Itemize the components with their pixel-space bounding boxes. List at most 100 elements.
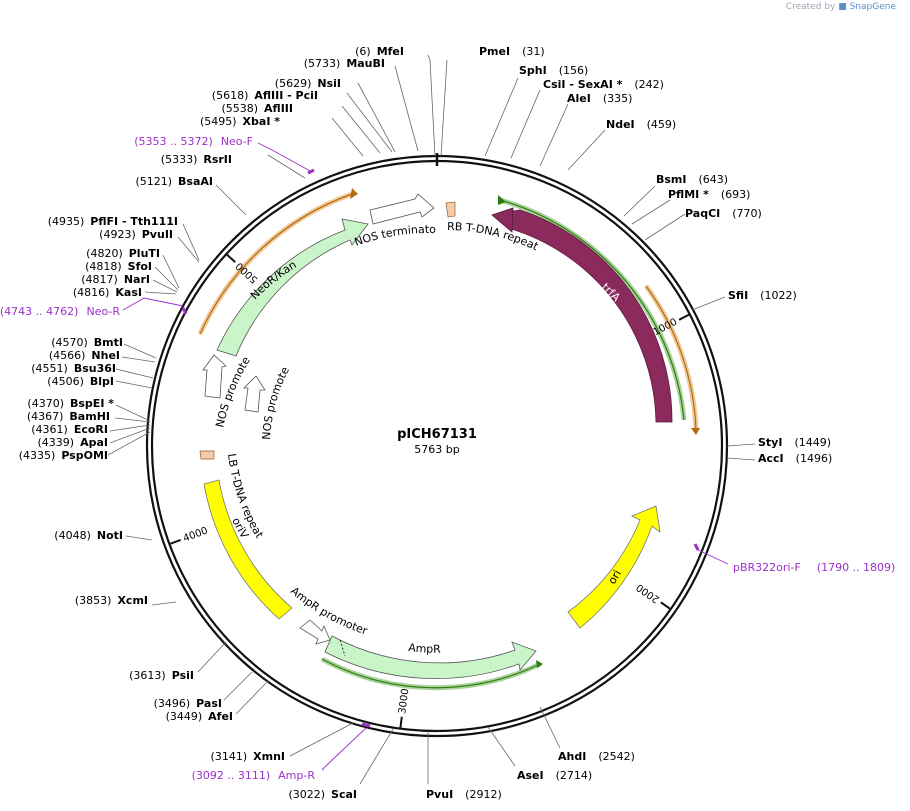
- feature-ori[interactable]: [567, 505, 661, 629]
- site-label: BsaAI(5121): [135, 175, 213, 188]
- site-name: AccI: [758, 452, 784, 465]
- site-label: AflIII(5538): [221, 102, 293, 115]
- plasmid-name: pICH67131: [397, 427, 477, 442]
- site-label: ApaI(4339): [38, 436, 108, 449]
- site-position: (1496): [796, 452, 833, 465]
- feature-rb-t-dna-repeat[interactable]: [445, 201, 456, 218]
- ruler-tick: [660, 601, 671, 610]
- site-position: (2714): [556, 769, 593, 782]
- site-name: ScaI: [331, 788, 357, 801]
- site-position: (5733): [304, 57, 341, 70]
- site-name: AflIII - PciI: [254, 89, 318, 102]
- site-label: ScaI(3022): [288, 788, 357, 801]
- feature-nos-promoter-1[interactable]: [202, 354, 227, 399]
- site-label: PspOMI (4335): [19, 449, 108, 462]
- site-name: PaqCI: [685, 207, 720, 220]
- feature-nos-promoter-2[interactable]: [243, 375, 266, 413]
- feature-nos-terminator[interactable]: [369, 193, 435, 225]
- site-name: AseI: [517, 769, 544, 782]
- credit-prefix: Created by: [785, 2, 836, 12]
- site-position: (4551): [31, 362, 68, 375]
- feature-lb-t-dna-repeat[interactable]: [199, 450, 215, 460]
- site-position: (4335): [19, 449, 56, 462]
- site-name: SfoI: [128, 260, 152, 273]
- site-position: (1022): [760, 289, 797, 302]
- ruler-tick: [226, 253, 236, 263]
- site-leader-lines: [107, 54, 756, 785]
- primer-name: Neo-R: [86, 305, 120, 318]
- snapgene-logo-icon: ■: [838, 2, 847, 12]
- site-label: AhdI(2542): [558, 750, 635, 763]
- site-name: NarI: [124, 273, 150, 286]
- feature-neor-kanr[interactable]: [216, 218, 369, 357]
- site-label: KasI (4816): [73, 286, 142, 299]
- site-position: (4566): [49, 349, 86, 362]
- site-position: (5618): [212, 89, 249, 102]
- primer-label: pBR322ori-F(1790 .. 1809): [733, 561, 895, 574]
- site-label: PflMI *(693): [668, 188, 750, 201]
- site-position: (5495): [200, 115, 237, 128]
- site-label: PsiI(3613): [129, 669, 194, 682]
- site-position: (31): [522, 45, 545, 58]
- primer-label: Amp-R(3092 .. 3111): [192, 769, 316, 782]
- site-position: (4820): [86, 247, 123, 260]
- site-name: MfeI: [377, 45, 404, 58]
- ruler-tick-label: 2000: [635, 581, 662, 605]
- site-name: MauBI: [346, 57, 385, 70]
- site-position: (4570): [51, 336, 88, 349]
- primer-range: (3092 .. 3111): [192, 769, 271, 782]
- site-label: AflIII - PciI (5618): [212, 89, 318, 102]
- site-name: StyI: [758, 436, 782, 449]
- site-position: (4816): [73, 286, 110, 299]
- ruler-tick-label: 4000: [182, 525, 210, 544]
- site-label: NarI (4817): [81, 273, 150, 286]
- site-name: BlpI: [90, 375, 114, 388]
- primer-range: (5353 .. 5372): [134, 135, 213, 148]
- site-position: (156): [559, 64, 589, 77]
- site-position: (4339): [38, 436, 75, 449]
- site-position: (242): [634, 78, 664, 91]
- site-label: XbaI * (5495): [200, 115, 280, 128]
- ruler-tick-label: 3000: [397, 688, 411, 715]
- site-position: (643): [699, 173, 729, 186]
- site-label: MauBI (5733): [304, 57, 385, 70]
- site-label: AleI(335): [567, 92, 632, 105]
- site-label: PvuI(2912): [426, 788, 502, 801]
- site-name: NdeI: [606, 118, 635, 131]
- feature-oriv[interactable]: [203, 479, 293, 620]
- site-name: XbaI *: [243, 115, 281, 128]
- site-position: (4817): [81, 273, 118, 286]
- site-name: BsaAI: [178, 175, 213, 188]
- site-position: (2542): [598, 750, 635, 763]
- site-label: PluTI (4820): [86, 247, 160, 260]
- site-position: (2912): [465, 788, 502, 801]
- site-name: Bsu36I: [74, 362, 116, 375]
- site-name: AflIII: [264, 102, 293, 115]
- feature-trfA[interactable]: [491, 207, 673, 423]
- feature-ampr[interactable]: [324, 635, 537, 680]
- site-name: AfeI: [208, 710, 233, 723]
- feature-label-ampr: AmpR: [408, 641, 442, 656]
- feature-ampr-promoter[interactable]: [299, 619, 331, 645]
- site-name: PluTI: [129, 247, 160, 260]
- site-position: (335): [603, 92, 633, 105]
- site-name: KasI: [115, 286, 142, 299]
- site-name: XcmI: [117, 594, 148, 607]
- site-name: PmeI: [479, 45, 510, 58]
- site-label: BlpI(4506): [47, 375, 114, 388]
- site-label: SfiI(1022): [728, 289, 797, 302]
- site-label: NotI(4048): [54, 529, 123, 542]
- site-label: AseI (2714): [517, 769, 592, 782]
- site-position: (770): [732, 207, 762, 220]
- primer-label: Neo-R(4743 .. 4762): [0, 305, 120, 318]
- site-name: PspOMI: [61, 449, 108, 462]
- site-name: PflFI - Tth111I: [90, 215, 178, 228]
- primer-name: Neo-F: [221, 135, 253, 148]
- ruler-tick: [399, 716, 403, 728]
- site-name: RsrII: [203, 153, 232, 166]
- site-position: (4935): [48, 215, 85, 228]
- primer-label: Neo-F (5353 .. 5372): [134, 135, 253, 148]
- site-label: MfeI(6): [355, 45, 404, 58]
- site-name: NheI: [91, 349, 120, 362]
